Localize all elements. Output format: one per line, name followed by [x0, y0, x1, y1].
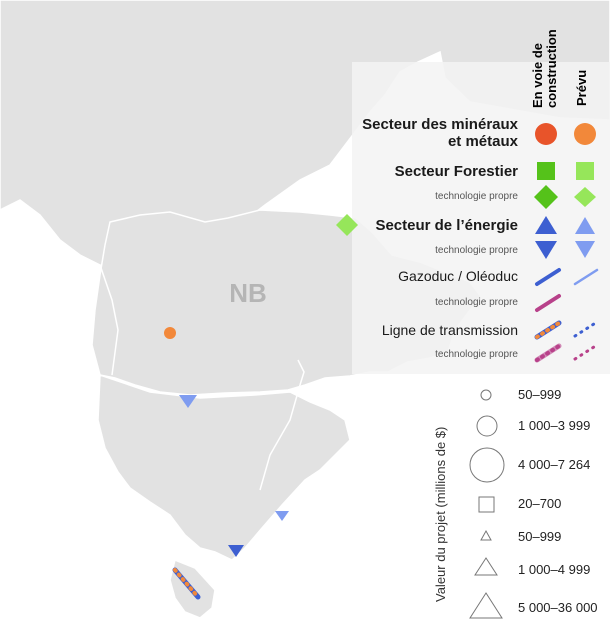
border-line-west [99, 264, 119, 376]
size-triangle-small [480, 529, 492, 541]
legend-column-construction-label: En voie de construction [530, 29, 559, 108]
transmission-line-project[interactable] [172, 567, 201, 600]
size-label-triangle-3: 5 000–36 000 [518, 600, 598, 615]
size-legend-symbols [469, 389, 505, 619]
legend-label-energy-cleantech: technologie propre [435, 245, 518, 256]
legend-transmission-planned-icon [573, 320, 599, 338]
legend-label-pipeline-cleantech: technologie propre [435, 297, 518, 308]
river-line [297, 359, 305, 386]
size-circle-small [480, 389, 492, 401]
legend-forestry-cleantech-planned-icon [574, 187, 596, 207]
legend-label-forestry-cleantech: technologie propre [435, 191, 518, 202]
energy-project-planned-1[interactable] [179, 395, 197, 408]
size-label-triangle-2: 1 000–4 999 [518, 562, 591, 577]
legend-energy-planned-icon [575, 217, 595, 234]
province-borders [99, 264, 305, 491]
legend-forestry-cleantech-construction-icon [534, 185, 558, 209]
legend-transmission-cleantech-planned-icon [573, 343, 599, 361]
legend-pipeline-cleantech-icon [535, 294, 561, 312]
legend-label-transmission: Ligne de transmission [381, 322, 518, 338]
legend-minerals-construction-icon [535, 123, 557, 145]
legend-panel [352, 62, 610, 374]
legend-column-construction: En voie de construction [530, 8, 559, 108]
legend-label-energy: Secteur de l’énergie [375, 217, 518, 234]
legend-forestry-construction-icon [537, 162, 555, 180]
province-label: NB [229, 278, 267, 308]
nova-scotia-north [97, 373, 351, 561]
legend-label-pipeline: Gazoduc / Oléoduc [398, 268, 518, 284]
size-legend-title: Valeur du projet (millions de $) [433, 426, 448, 602]
legend-energy-cleantech-planned-icon [575, 241, 595, 258]
legend-label-forestry: Secteur Forestier [394, 163, 518, 180]
size-label-square-1: 20–700 [518, 496, 562, 511]
size-label-triangle-1: 50–999 [518, 529, 562, 544]
border-line-south [259, 384, 301, 491]
forestry-cleantech-project-planned[interactable] [336, 214, 358, 236]
size-label-circle-2: 1 000–3 999 [518, 418, 591, 433]
size-square [478, 496, 495, 513]
legend-minerals-planned-icon [574, 123, 596, 145]
legend-label-transmission-cleantech: technologie propre [435, 349, 518, 360]
size-label-circle-3: 4 000–7 264 [518, 457, 591, 472]
legend-label-minerals-line2: et métaux [447, 133, 518, 150]
legend-forestry-planned-icon [576, 162, 594, 180]
size-label-circle-1: 50–999 [518, 387, 562, 402]
legend-pipeline-planned-icon [573, 268, 599, 286]
legend-transmission-construction-icon [534, 320, 562, 340]
energy-project-planned-2[interactable] [275, 511, 289, 521]
legend-label-minerals-line1: Secteur des minéraux [362, 116, 518, 133]
size-circle-medium [476, 415, 498, 437]
legend-energy-construction-icon [535, 216, 557, 234]
minerals-project-planned[interactable] [164, 327, 176, 339]
legend-energy-cleantech-construction-icon [535, 241, 557, 259]
legend-column-planned: Prévu [574, 69, 589, 106]
size-circle-large [469, 447, 505, 483]
size-triangle-large [469, 592, 503, 619]
legend-label-minerals: Secteur des minéraux et métaux [362, 116, 518, 150]
legend-transmission-cleantech-construction-icon [534, 343, 562, 363]
energy-project-construction[interactable] [228, 545, 244, 557]
legend-pipeline-construction-icon [535, 268, 561, 286]
size-triangle-medium [474, 557, 498, 576]
